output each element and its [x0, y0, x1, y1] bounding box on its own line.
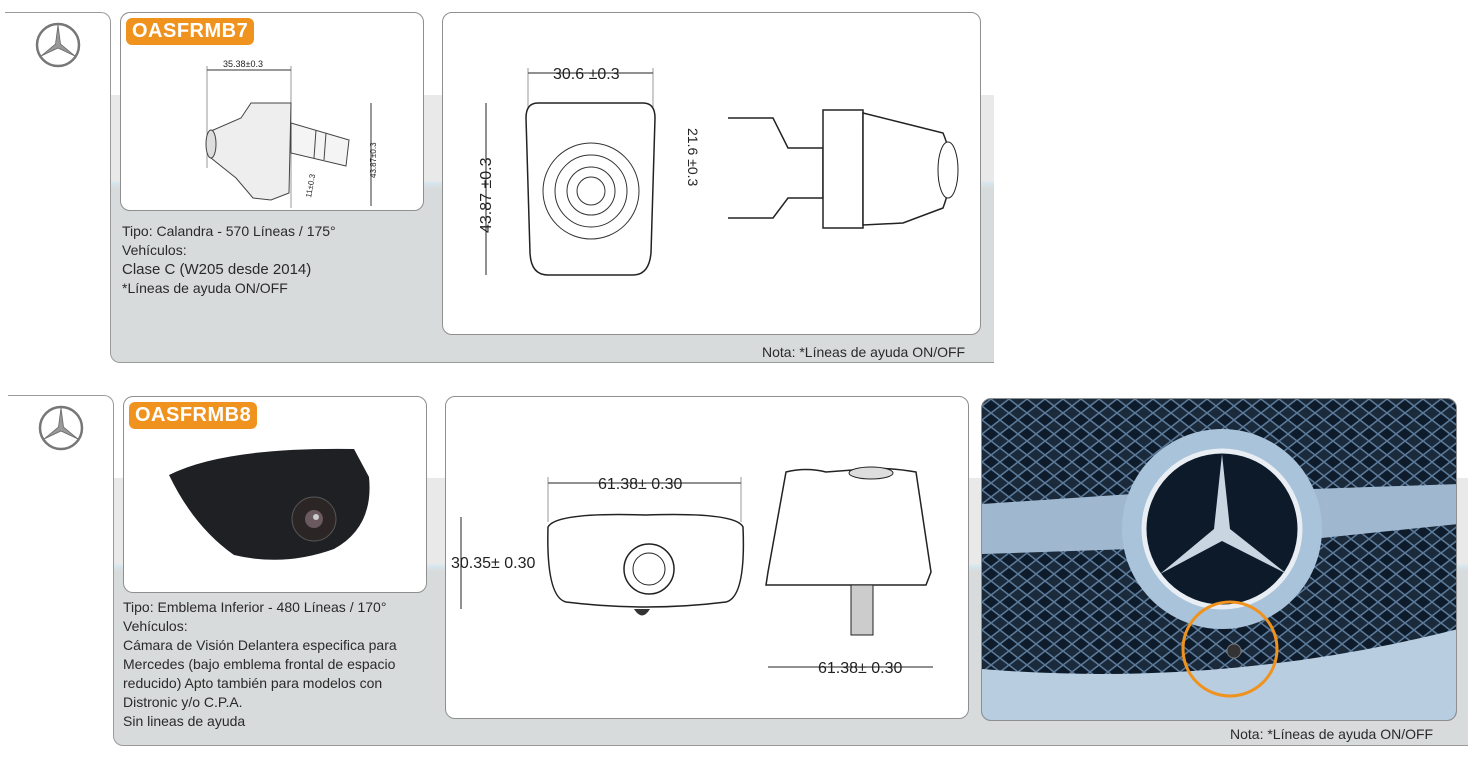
product-description: Tipo: Calandra - 570 Líneas / 175° Vehíc…	[122, 222, 336, 298]
mercedes-star-icon	[35, 22, 81, 68]
camera-side-drawing: 35.38±0.3 43.87±0.3 11±0.3	[205, 59, 378, 208]
vehicle-line: reducido) Apto también para modelos con	[123, 675, 383, 691]
side-height-dimension: 21.6 ±0.3	[685, 128, 701, 186]
section-1-frame	[5, 12, 111, 102]
front-width-dimension: 61.38± 0.30	[598, 476, 683, 493]
section-2-frame	[8, 395, 114, 485]
tab-dimension: 11±0.3	[304, 173, 317, 199]
front-height-dimension: 43.87 ±0.3	[478, 157, 495, 233]
note-text: Nota: *Líneas de ayuda ON/OFF	[1230, 726, 1434, 742]
vehicles-label: Vehículos:	[123, 618, 188, 634]
camera-dimension-drawing: 61.38± 0.30 30.35± 0.30 61.38± 0.30	[451, 466, 933, 677]
product-photo-card: OASFRMB8	[123, 396, 427, 593]
mercedes-grille-photo	[982, 399, 1456, 720]
note-text: Nota: *Líneas de ayuda ON/OFF	[762, 344, 966, 360]
installation-photo	[981, 398, 1457, 721]
height-dimension: 43.87±0.3	[369, 142, 378, 178]
technical-drawing-card: 61.38± 0.30 30.35± 0.30 61.38± 0.30	[445, 396, 969, 719]
vehicles-label: Vehículos:	[122, 242, 187, 258]
vehicle-line: *Líneas de ayuda ON/OFF	[122, 280, 288, 296]
mercedes-star-icon	[38, 405, 84, 451]
product-code-badge: OASFRMB7	[126, 18, 255, 45]
vehicle-line: Cámara de Visión Delantera especifica pa…	[123, 637, 397, 653]
product-description: Tipo: Emblema Inferior - 480 Líneas / 17…	[123, 598, 397, 731]
product-thumbnail-card: OASFRMB7 35.38±0.3 43.87±0.3 11±0.3	[120, 12, 424, 211]
vehicle-line: Sin lineas de ayuda	[123, 713, 246, 729]
vehicle-line: Distronic y/o C.P.A.	[123, 694, 243, 710]
camera-product-photo	[169, 448, 370, 560]
front-width-dimension: 30.6 ±0.3	[553, 66, 620, 83]
product-code-badge: OASFRMB8	[129, 402, 258, 429]
type-text: Tipo: Calandra - 570 Líneas / 175°	[122, 223, 336, 239]
vehicle-line: Clase C (W205 desde 2014)	[122, 261, 312, 278]
side-width-dimension: 61.38± 0.30	[818, 660, 903, 677]
highlight-circle	[1181, 600, 1279, 698]
camera-dimension-drawing: 30.6 ±0.3 43.87 ±0.3 21.6 ±0.3	[478, 66, 959, 276]
width-dimension: 35.38±0.3	[223, 59, 263, 69]
type-text: Tipo: Emblema Inferior - 480 Líneas / 17…	[123, 599, 387, 615]
vehicle-line: Mercedes (bajo emblema frontal de espaci…	[123, 656, 396, 672]
front-height-dimension: 30.35± 0.30	[451, 555, 536, 572]
technical-drawing-card: 30.6 ±0.3 43.87 ±0.3 21.6 ±0.3	[442, 12, 981, 335]
